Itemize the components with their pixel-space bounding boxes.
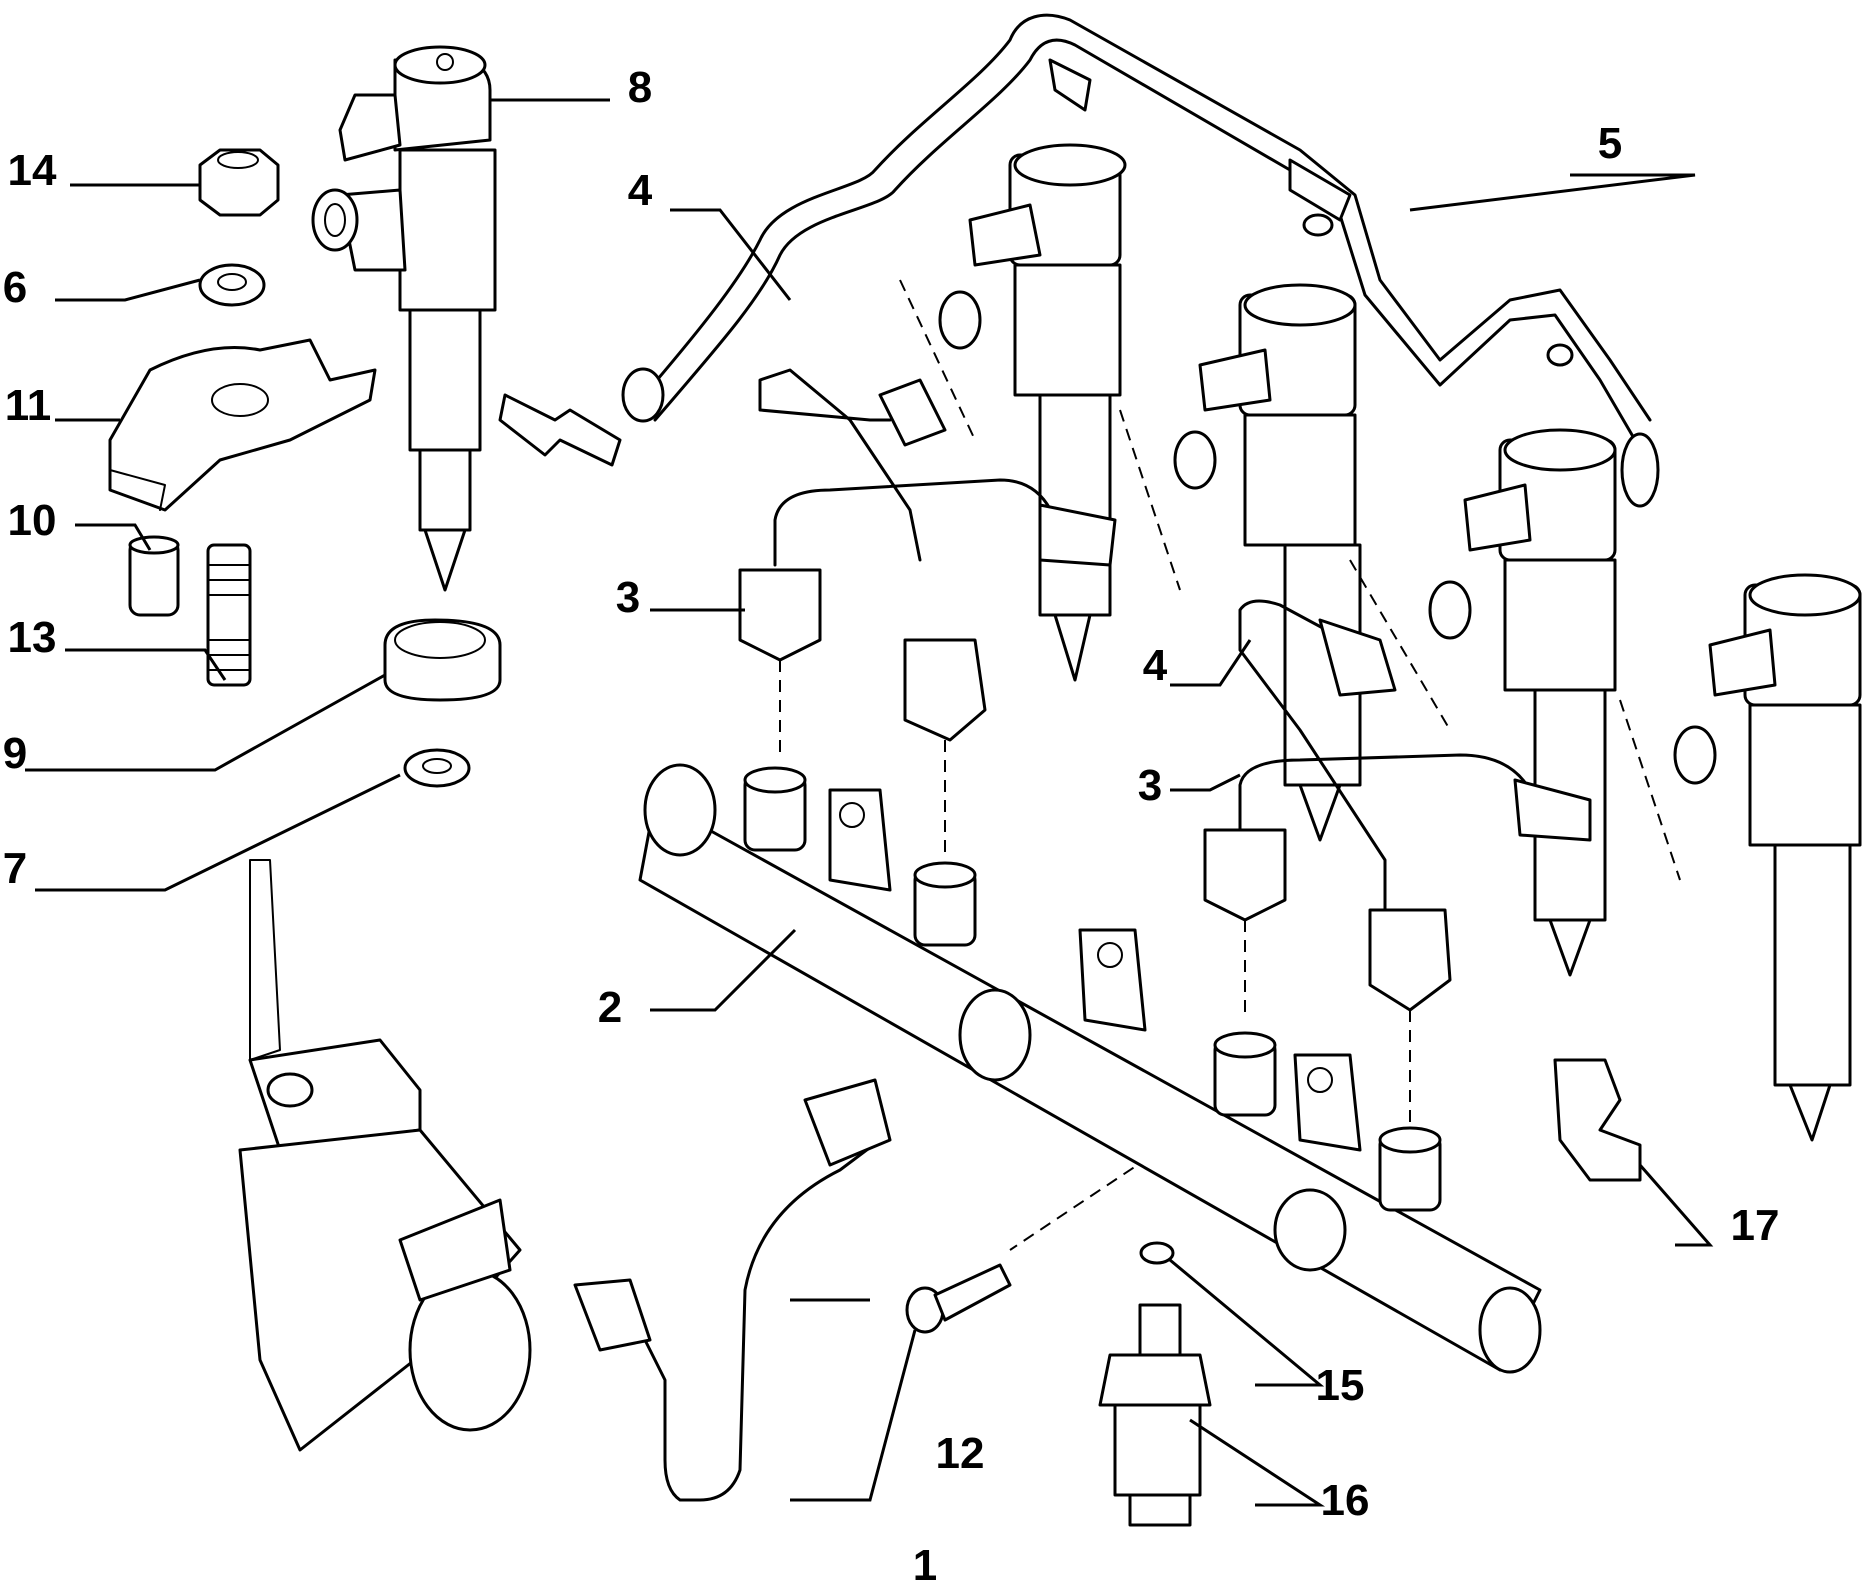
injector-2 <box>1173 283 1362 842</box>
clip-part <box>1553 1058 1642 1182</box>
pipe-4-lower <box>1238 599 1452 1012</box>
small-washer-part <box>403 748 471 788</box>
stud-part <box>206 543 252 687</box>
injector-1 <box>938 143 1127 682</box>
callout-2: 2 <box>598 983 622 1032</box>
callout-13: 13 <box>8 613 57 662</box>
callout-labels: 1 2 3 3 4 4 5 6 7 8 9 10 11 12 13 14 15 … <box>3 63 1780 1583</box>
callout-14: 14 <box>8 146 57 195</box>
pipe-4-upper <box>758 368 987 742</box>
fuel-rail-part <box>638 763 1542 1374</box>
union-fitting-part <box>498 393 622 467</box>
washer-part <box>198 263 266 307</box>
injector-exploded <box>311 45 497 592</box>
callout-16: 16 <box>1321 1476 1370 1525</box>
bolt-part <box>905 1263 1012 1334</box>
callout-12: 12 <box>936 1429 985 1478</box>
clamp-bracket-part <box>108 338 377 512</box>
callout-1: 1 <box>913 1541 937 1583</box>
callout-4: 4 <box>1143 641 1168 690</box>
leader-lines <box>25 98 1714 1507</box>
alignment-line <box>779 660 1411 1251</box>
sleeve-part <box>128 535 180 617</box>
return-hose-part <box>621 13 1660 508</box>
injector-3 <box>1428 428 1617 977</box>
pressure-sensor-part <box>1098 1303 1212 1527</box>
callout-4: 4 <box>628 166 653 215</box>
o-ring-part <box>1139 1241 1175 1265</box>
callout-9: 9 <box>3 729 27 778</box>
callout-8: 8 <box>628 63 652 112</box>
high-pressure-pipe-part <box>573 1078 892 1502</box>
callout-17: 17 <box>1731 1201 1780 1250</box>
injector-4 <box>1673 573 1862 1142</box>
callout-5: 5 <box>1598 119 1622 168</box>
callout-15: 15 <box>1316 1361 1365 1410</box>
callout-3: 3 <box>1138 761 1162 810</box>
callout-6: 6 <box>3 263 27 312</box>
assembly-line <box>899 279 1681 881</box>
pipe-3-upper <box>738 478 1117 662</box>
pump-part <box>238 859 532 1452</box>
seal-ring-part <box>383 618 502 702</box>
callout-10: 10 <box>8 496 57 545</box>
callout-7: 7 <box>3 844 27 893</box>
nut-part <box>198 148 280 217</box>
pipe-3-lower <box>1203 753 1592 922</box>
callout-3: 3 <box>616 573 640 622</box>
callout-11: 11 <box>5 381 52 430</box>
